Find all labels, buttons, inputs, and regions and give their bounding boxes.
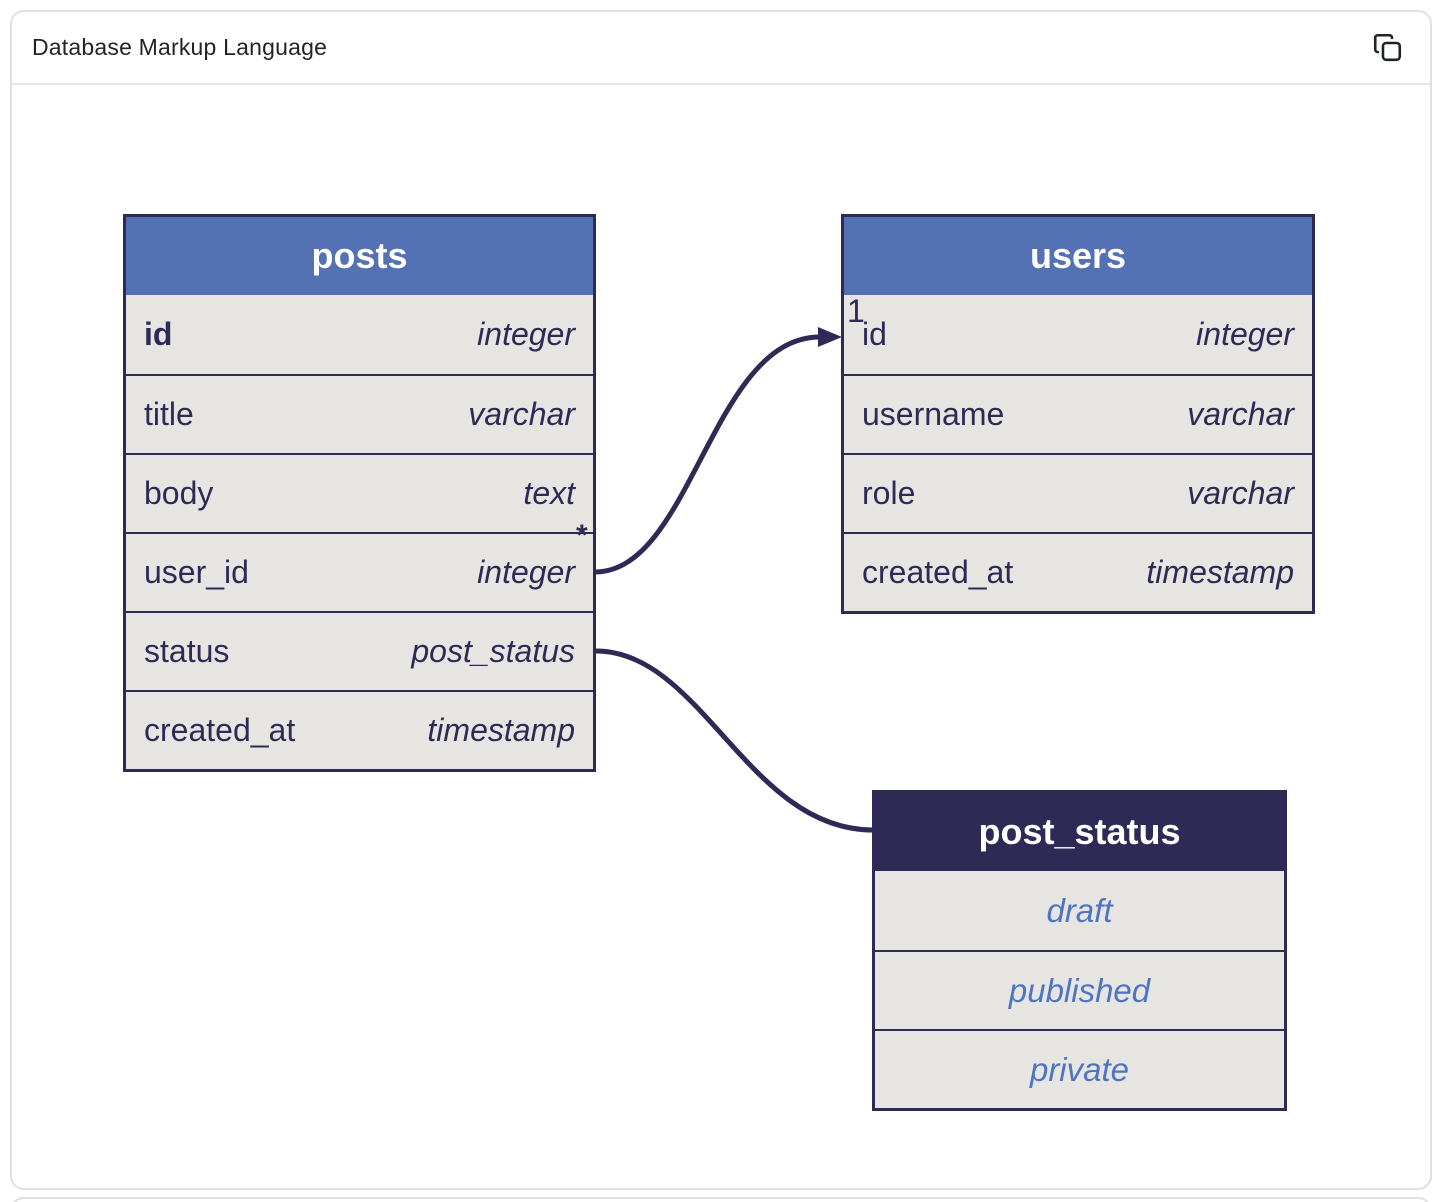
field-name: body [144,475,214,511]
table-row: id integer [126,295,593,374]
enum-name: post_status [978,811,1181,852]
enum-value-row: private [875,1029,1284,1108]
table-posts-header: posts [126,217,593,295]
table-row: username varchar [844,374,1312,453]
table-row: body text [126,453,593,532]
cardinality-many-label: * [576,519,588,552]
field-type: integer [1196,316,1294,352]
field-type: integer [477,316,575,352]
field-name: status [144,633,230,669]
card-title: Database Markup Language [32,34,328,60]
enum-value: published [1008,971,1151,1009]
field-name: created_at [144,712,296,748]
field-type: varchar [468,396,575,432]
table-posts[interactable]: posts id integer title varchar body text… [123,214,596,772]
enum-post-status-header: post_status [875,793,1284,871]
field-type: timestamp [1146,554,1294,590]
field-name: title [144,396,194,432]
field-name: id [862,316,887,352]
table-row: id integer [844,295,1312,374]
field-type: post_status [411,633,575,669]
field-name: role [862,475,916,511]
field-name: created_at [862,554,1014,590]
enum-value: draft [1046,891,1113,929]
copy-button[interactable] [1366,27,1408,69]
enum-post-status[interactable]: post_status draft published private [872,790,1287,1111]
enum-value-row: published [875,950,1284,1029]
copy-icon [1372,32,1403,63]
table-name: users [1029,235,1127,276]
table-users-header: users [844,217,1312,295]
code-card-header: Database Markup Language [12,12,1430,85]
field-type: integer [477,554,575,590]
table-row: role varchar [844,453,1312,532]
table-row: user_id integer [126,532,593,611]
field-type: varchar [1187,396,1294,432]
table-row: created_at timestamp [126,690,593,769]
table-row: status post_status [126,611,593,690]
table-row: title varchar [126,374,593,453]
field-name: user_id [144,554,249,590]
enum-value: private [1029,1050,1130,1088]
field-type: varchar [1187,475,1294,511]
table-row: created_at timestamp [844,532,1312,611]
table-users[interactable]: users id integer username varchar role v… [841,214,1315,614]
cardinality-one-label: 1 [847,293,865,329]
table-name: posts [311,235,408,276]
enum-value-row: draft [875,871,1284,950]
field-name: id [144,316,173,352]
next-card-edge [10,1197,1432,1202]
field-type: timestamp [427,712,575,748]
field-type: text [523,475,575,511]
field-name: username [862,396,1005,432]
